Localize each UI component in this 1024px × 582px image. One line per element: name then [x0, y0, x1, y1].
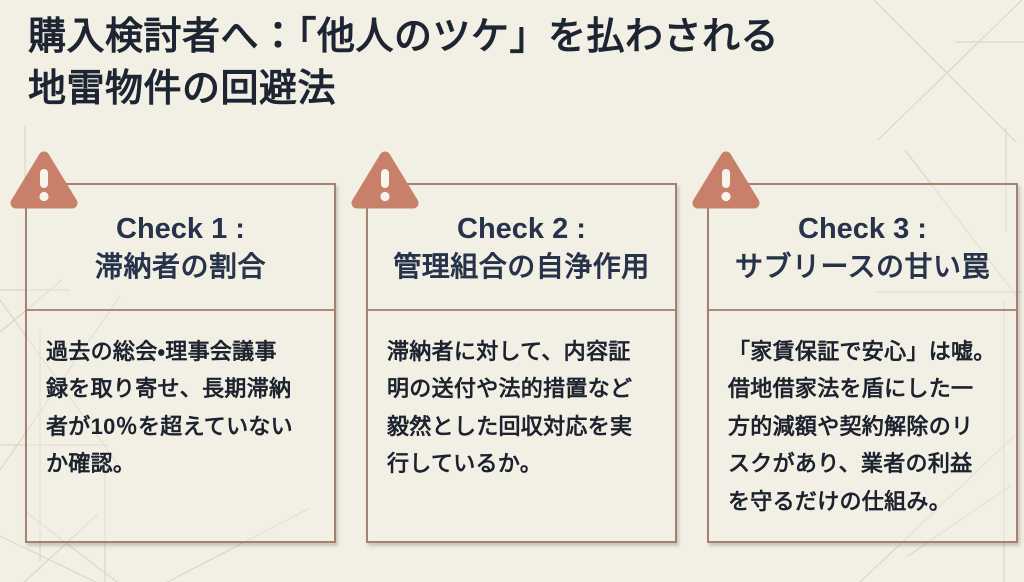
card-check-label: Check 2 : [457, 213, 586, 245]
card-body-text: 「家賃保証で安心」は嘘。 借地借家法を盾にした一 方的減額や契約解除のリ スクが… [728, 339, 996, 514]
card-check-subtitle: 滞納者の割合 [94, 251, 266, 283]
warning-triangle-icon [351, 151, 419, 209]
card-header: Check 2 : 管理組合の自浄作用 [368, 185, 675, 309]
check-card-3: Check 3 : サブリースの甘い罠 「家賃保証で安心」は嘘。 借地借家法を盾… [692, 151, 1018, 543]
card-body-text: 滞納者に対して、内容証 明の送付や法的措置など 毅然とした回収対応を実 行してい… [387, 339, 633, 477]
warning-triangle-icon [10, 151, 78, 209]
card-divider [368, 309, 675, 311]
check-cards-row: Check 1 : 滞納者の割合 過去の総会・理事会議事 録を取り寄せ、長期滞納… [10, 151, 1018, 543]
card-header: Check 3 : サブリースの甘い罠 [709, 185, 1016, 309]
card-check-subtitle: サブリースの甘い罠 [734, 251, 991, 283]
card-check-label: Check 3 : [798, 213, 927, 245]
page-title: 購入検討者へ：「他人のツケ」を払わされる 地雷物件の回避法 [28, 16, 780, 110]
check-card-1: Check 1 : 滞納者の割合 過去の総会・理事会議事 録を取り寄せ、長期滞納… [10, 151, 336, 543]
card-divider [27, 309, 334, 311]
check-card-2: Check 2 : 管理組合の自浄作用 滞納者に対して、内容証 明の送付や法的措… [351, 151, 677, 543]
card-body-text: 過去の総会・理事会議事 録を取り寄せ、長期滞納 者が10％を超えていない か確認… [46, 339, 293, 477]
card-header: Check 1 : 滞納者の割合 [27, 185, 334, 309]
card-check-subtitle: 管理組合の自浄作用 [393, 251, 650, 283]
card-divider [709, 309, 1016, 311]
card-check-label: Check 1 : [116, 213, 245, 245]
warning-triangle-icon [692, 151, 760, 209]
